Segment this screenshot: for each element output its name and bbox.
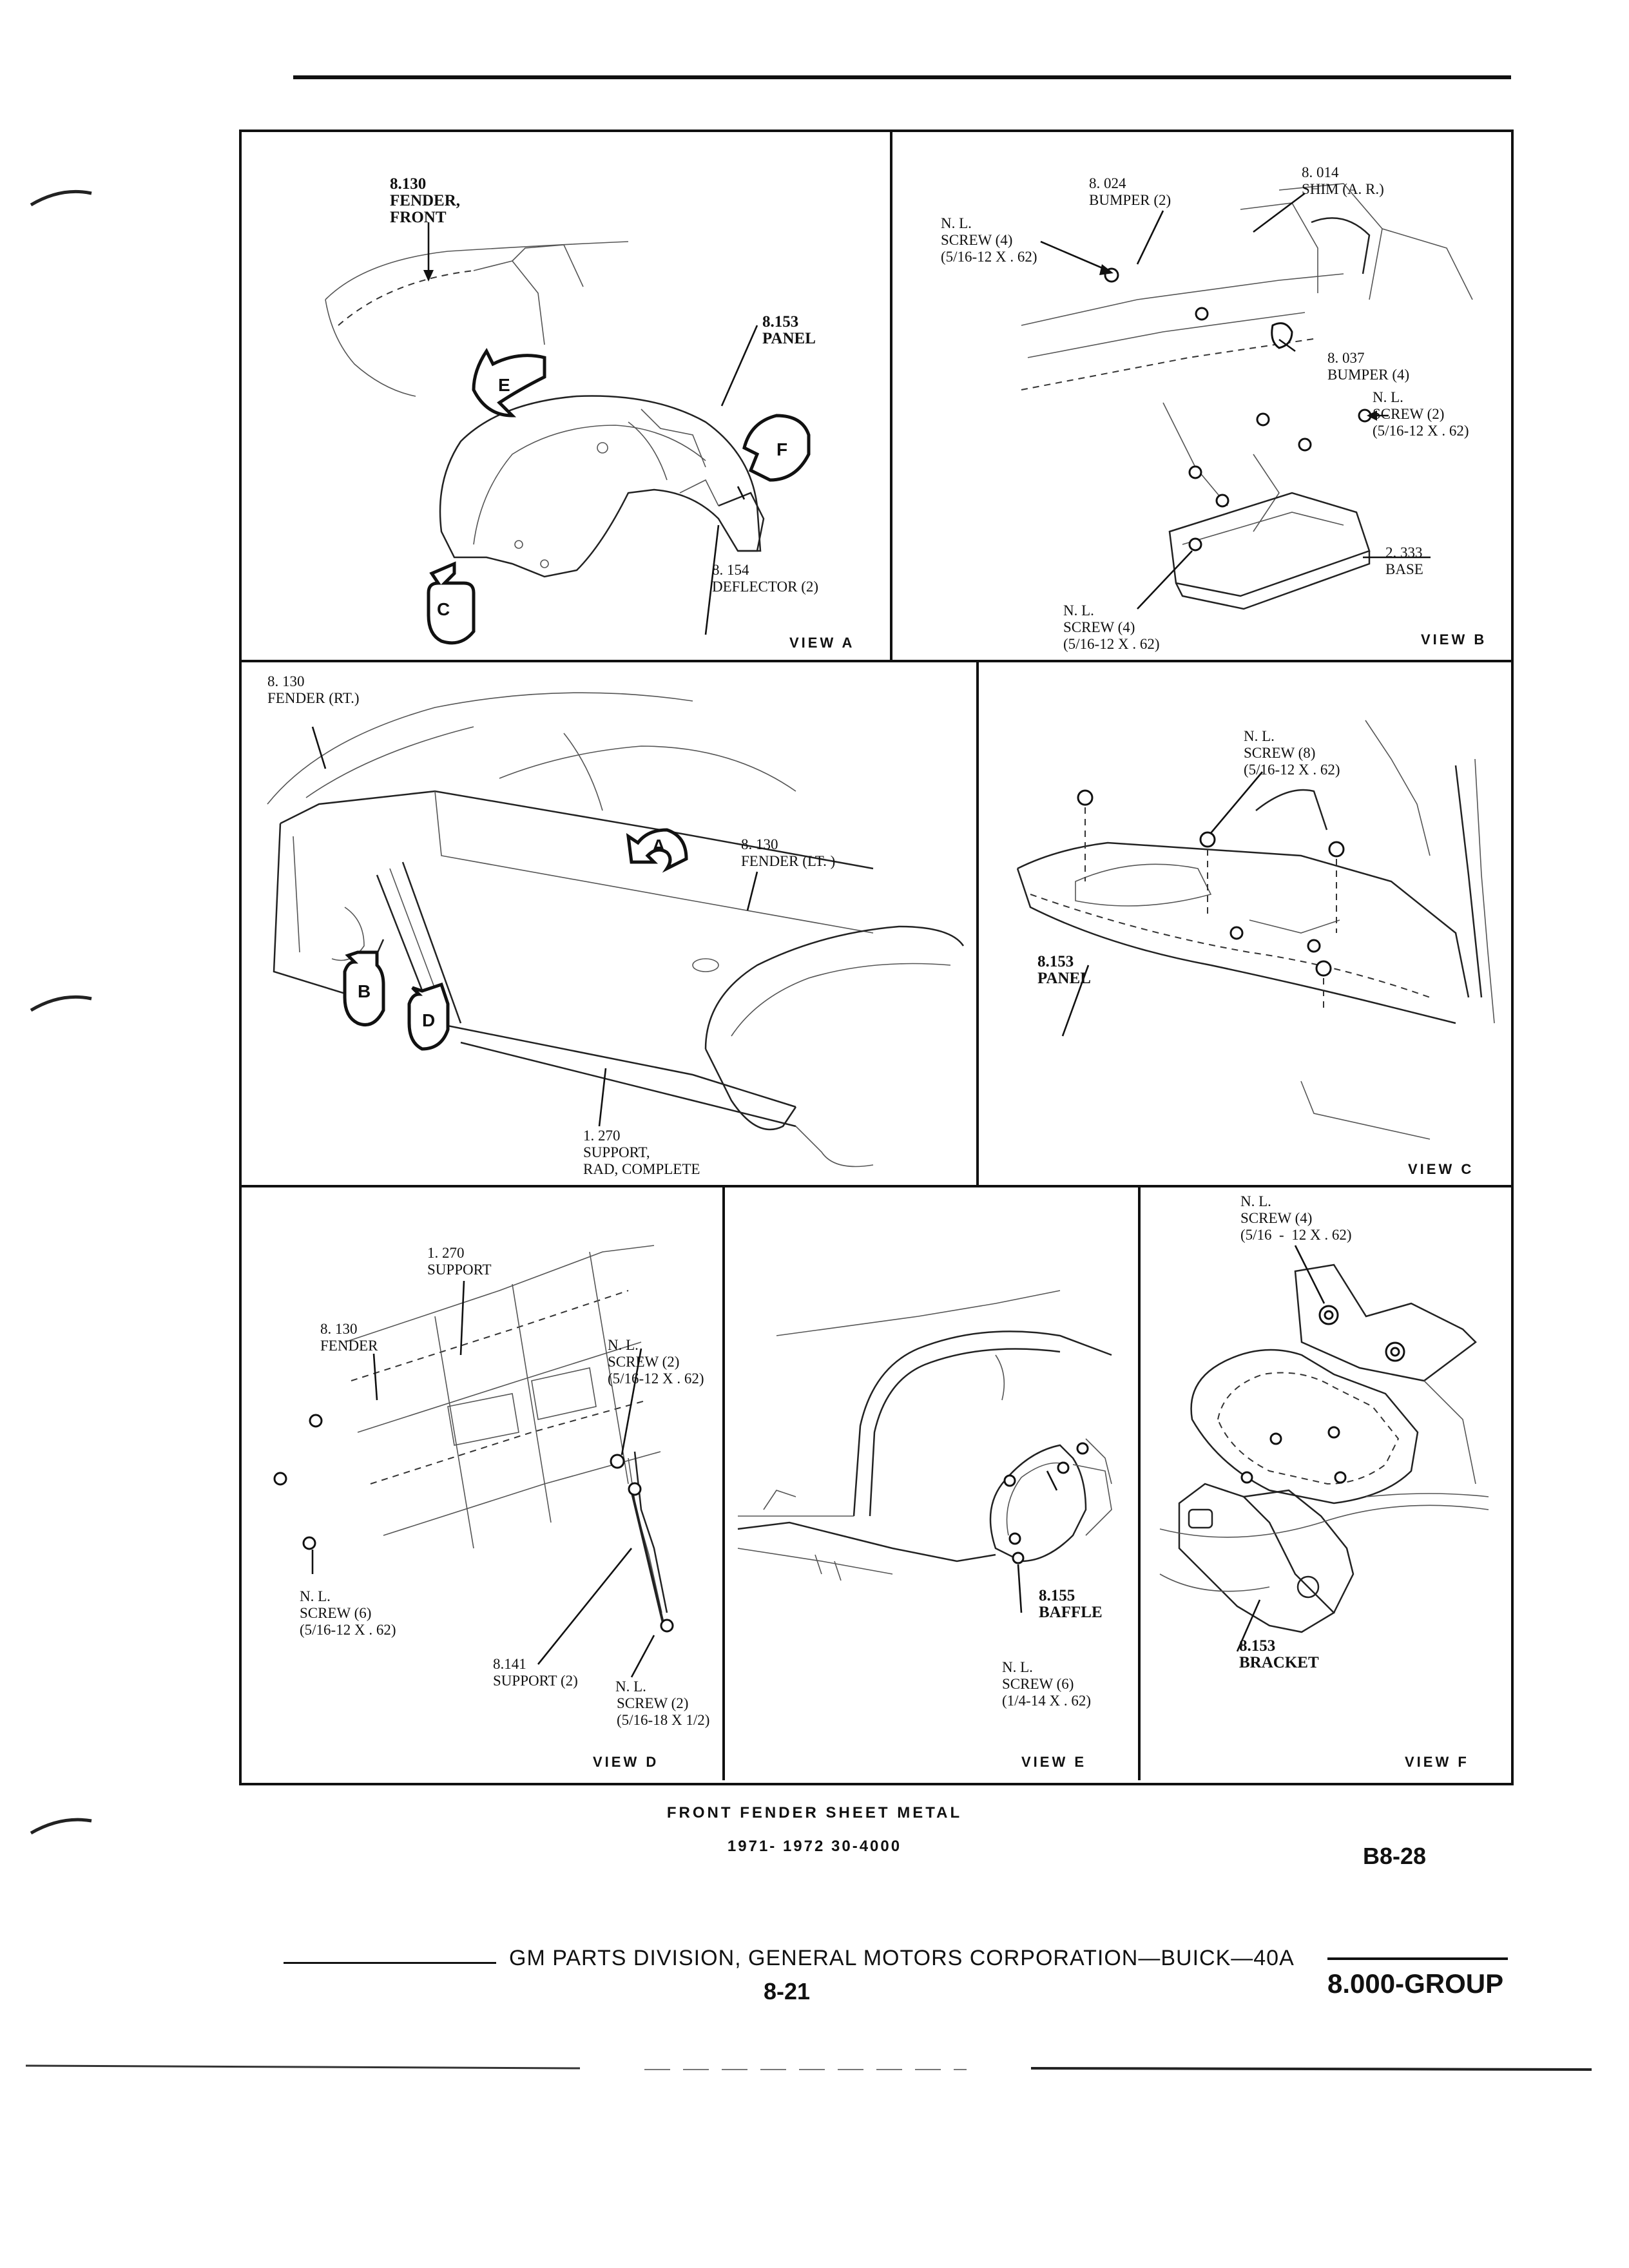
view-d-screw-top-label: N. L. SCREW (2) (5/16-12 x . 62) xyxy=(608,1337,704,1387)
svg-text:C: C xyxy=(437,599,450,619)
view-b-title: VIEW B xyxy=(1421,631,1487,648)
view-a-panel-label: 8.153 PANEL xyxy=(762,313,816,347)
col-divider-main-c xyxy=(976,660,979,1187)
view-c-screw-label: N. L. SCREW (8) (5/16-12 x . 62) xyxy=(1244,728,1340,778)
view-d-drawing xyxy=(242,1187,722,1780)
main-support-label: 1. 270 SUPPORT, RAD, COMPLETE xyxy=(583,1128,700,1177)
top-rule xyxy=(293,75,1511,79)
view-d-support-label: 1. 270 SUPPORT xyxy=(427,1245,492,1278)
view-e-baffle-label: 8.155 BAFFLE xyxy=(1039,1587,1103,1621)
view-b-bumper2-label: 8. 024 BUMPER (2) xyxy=(1089,175,1171,208)
callout-a: A xyxy=(628,830,686,869)
col-divider-ef xyxy=(1138,1185,1141,1780)
caption-subtitle: 1971- 1972 30-4000 xyxy=(727,1838,902,1855)
binder-marks xyxy=(0,0,129,2268)
footer-group: 8.000-GROUP xyxy=(1327,1968,1504,1999)
svg-text:A: A xyxy=(652,836,665,856)
svg-text:D: D xyxy=(422,1010,435,1030)
view-b-drawing xyxy=(892,132,1509,660)
view-a-title: VIEW A xyxy=(789,635,855,651)
view-c-drawing xyxy=(979,662,1514,1185)
view-e-drawing xyxy=(725,1187,1138,1780)
footer-rule-right xyxy=(1327,1957,1508,1960)
view-d-title: VIEW D xyxy=(593,1754,659,1770)
view-e-title: VIEW E xyxy=(1021,1754,1087,1770)
page-bottom-rule xyxy=(0,2062,1629,2075)
footer-rule-left xyxy=(284,1962,496,1964)
footer-publisher: GM PARTS DIVISION, GENERAL MOTORS CORPOR… xyxy=(509,1946,1295,1970)
view-b-base-label: 2. 333 BASE xyxy=(1385,544,1423,577)
view-d-support2-label: 8.141 SUPPORT (2) xyxy=(493,1656,578,1689)
callout-d: D xyxy=(409,985,448,1049)
caption-title: FRONT FENDER SHEET METAL xyxy=(666,1804,963,1821)
view-a-fender-front-label: 8.130 FENDER, FRONT xyxy=(390,175,461,226)
view-d-fender-label: 8. 130 FENDER xyxy=(320,1321,378,1354)
row-divider-1 xyxy=(239,660,1514,662)
col-divider-ab xyxy=(890,130,892,662)
view-d-screw-left-label: N. L. SCREW (6) (5/16-12 x . 62) xyxy=(300,1588,396,1638)
svg-text:F: F xyxy=(776,439,787,459)
callout-c: C xyxy=(429,564,474,643)
callout-b: B xyxy=(345,952,383,1025)
callout-f: F xyxy=(744,416,809,480)
view-b-screw-top-label: N. L. SCREW (4) (5/16-12 x . 62) xyxy=(941,215,1037,265)
view-a-deflector-label: 8. 154 DEFLECTOR (2) xyxy=(712,562,819,595)
view-c-title: VIEW C xyxy=(1408,1161,1474,1177)
page-code: B8-28 xyxy=(1363,1843,1427,1869)
col-divider-de xyxy=(722,1185,725,1780)
view-c-panel-label: 8.153 PANEL xyxy=(1037,953,1091,987)
view-d-screw-bottom-label: SCREW (2) (5/16-18 x 1/2) xyxy=(617,1695,710,1728)
view-f-drawing xyxy=(1141,1187,1509,1780)
main-view-drawing: A B D xyxy=(242,662,976,1185)
view-e-screw-label: N. L. SCREW (6) (1/4-14 x . 62) xyxy=(1002,1659,1091,1709)
view-b-shim-label: 8. 014 SHIM (A. R.) xyxy=(1302,164,1384,197)
row-divider-2 xyxy=(239,1185,1514,1187)
callout-e: E xyxy=(474,351,545,416)
svg-text:B: B xyxy=(358,981,371,1001)
footer-page-number: 8-21 xyxy=(764,1978,811,2004)
main-fender-rt-label: 8. 130 FENDER (RT.) xyxy=(267,673,360,706)
view-b-screw-right-label: N. L. SCREW (2) (5/16-12 x . 62) xyxy=(1373,389,1469,439)
svg-text:E: E xyxy=(498,375,510,395)
view-d-screw-bottom-nl: N. L. xyxy=(615,1678,646,1695)
view-b-screw-bottom-label: N. L. SCREW (4) (5/16-12 x . 62) xyxy=(1063,602,1160,652)
view-f-bracket-label: 8.153 BRACKET xyxy=(1239,1637,1319,1671)
view-f-title: VIEW F xyxy=(1405,1754,1469,1770)
view-b-bumper4-label: 8. 037 BUMPER (4) xyxy=(1327,350,1410,383)
view-a-drawing: E F C xyxy=(242,132,890,660)
diagram-frame xyxy=(239,130,1514,1785)
view-f-screw-label: N. L. SCREW (4) (5/16 - 12 x . 62) xyxy=(1240,1193,1352,1243)
main-fender-lt-label: 8. 130 FENDER (LT. ) xyxy=(741,836,836,869)
